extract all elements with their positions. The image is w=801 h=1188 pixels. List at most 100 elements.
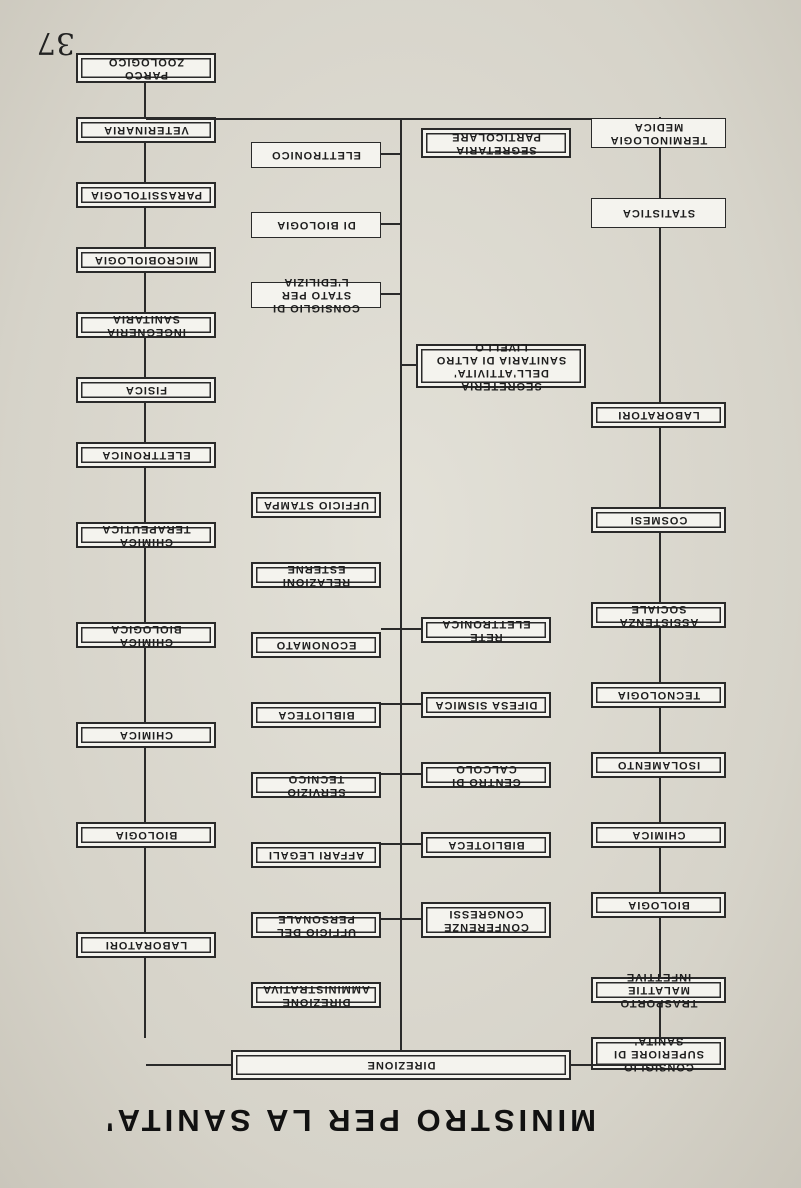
right-item-8: CHIMICA xyxy=(76,722,216,748)
right-item-10: LABORATORI xyxy=(76,932,216,958)
left-item-0: TRASPORTO MALATTIE INFETTIVE xyxy=(591,972,726,1010)
spine-line xyxy=(400,120,402,1050)
right-item-6-label: CHIMICA TERAPEUTICA xyxy=(101,523,191,548)
connector-h-5 xyxy=(381,703,421,705)
left-item-6: COSMESI xyxy=(591,507,726,533)
left-item-4: TECNOLOGIA xyxy=(591,682,726,708)
center-item-2-label: ELETTRONICO xyxy=(271,149,361,162)
center-box-economato: ECONOMATO xyxy=(251,632,381,658)
left-item-2-label: CHIMICA xyxy=(631,829,686,842)
connector-h-7 xyxy=(402,364,416,366)
connector-h-11 xyxy=(146,118,591,120)
right-item-3: INGEGNERIA SANITARIA xyxy=(76,312,216,338)
right-item-4: FISICA xyxy=(76,377,216,403)
right-item-0-label: VETERINARIA xyxy=(103,124,189,137)
left-column-header-label: CONSIGLIO SUPERIORE DI SANITA' xyxy=(613,1035,704,1073)
center-item-0: CONSIGLIO DI STATO PER L'EDILIZIA xyxy=(251,277,381,315)
center-box-direzione-amm: DIREZIONE AMMINISTRATIVA xyxy=(251,982,381,1008)
left-cell-mid-label: STATISTICA xyxy=(621,207,696,220)
center-box-biblioteca2-label: BIBLIOTECA xyxy=(277,709,355,722)
right-item-5: ELETTRONICA xyxy=(76,442,216,468)
center-box-biblioteca-label: BIBLIOTECA xyxy=(447,839,525,852)
center-item-0-label: CONSIGLIO DI STATO PER L'EDILIZIA xyxy=(272,276,360,315)
left-item-4-label: TECNOLOGIA xyxy=(616,689,701,702)
left-item-0-label: TRASPORTO MALATTIE INFETTIVE xyxy=(619,971,698,1010)
right-item-5-label: ELETTRONICA xyxy=(101,449,191,462)
connector-h-1 xyxy=(146,1064,231,1066)
connector-h-8 xyxy=(381,293,402,295)
center-segreteria: SEGRETERIA DELL'ATTIVITA' SANITARIA DI A… xyxy=(416,341,586,392)
left-item-3: ISOLAMENTO xyxy=(591,752,726,778)
center-box-stampa: UFFICIO STAMPA xyxy=(251,492,381,518)
right-item-6: CHIMICA TERAPEUTICA xyxy=(76,522,216,548)
right-item-0: VETERINARIA xyxy=(76,117,216,143)
connector-h-10 xyxy=(381,153,402,155)
right-item-9: BIOLOGIA xyxy=(76,822,216,848)
center-box-direzione-amm-label: DIREZIONE AMMINISTRATIVA xyxy=(262,983,370,1008)
left-item-1: BIOLOGIA xyxy=(591,892,726,918)
center-box-difesa: DIFESA SISMICA xyxy=(421,692,551,718)
connector-h-2 xyxy=(381,918,421,920)
right-item-7: CHIMICA BIOLOGICA xyxy=(76,622,216,648)
center-box-rete: RETE ELETTRONICA xyxy=(421,617,551,643)
center-box-personale: UFFICIO DEL PERSONALE xyxy=(251,912,381,938)
center-box-biblioteca2: BIBLIOTECA xyxy=(251,702,381,728)
connector-h-9 xyxy=(381,223,402,225)
connector-h-0 xyxy=(571,1064,661,1066)
right-item-1: PARASSITOLOGIA xyxy=(76,182,216,208)
center-item-1-label: DI BIOLOGIA xyxy=(276,219,356,232)
left-item-1-label: BIOLOGIA xyxy=(627,899,690,912)
main-title: MINISTRO PER LA SANITA' xyxy=(102,1103,596,1138)
right-item-7-label: CHIMICA BIOLOGICA xyxy=(110,623,182,648)
center-box-affari-label: AFFARI LEGALI xyxy=(267,849,365,862)
left-item-7: LABORATORI xyxy=(591,402,726,428)
center-box-difesa-label: DIFESA SISMICA xyxy=(434,699,538,712)
left-item-7-label: LABORATORI xyxy=(617,409,700,422)
center-box-servizio: SERVIZIO TECNICO xyxy=(251,772,381,798)
center-box-relazioni-label: RELAZIONI ESTERNE xyxy=(281,563,351,588)
center-box-personale-label: UFFICIO DEL PERSONALE xyxy=(275,913,357,938)
right-item-9-label: BIOLOGIA xyxy=(114,829,178,842)
right-column-header: PARCO ZOOLOGICO xyxy=(76,53,216,83)
center-box-biblioteca: BIBLIOTECA xyxy=(421,832,551,858)
right-item-4-label: FISICA xyxy=(124,384,168,397)
right-item-2: MICROBIOLOGIA xyxy=(76,247,216,273)
center-box-conferenze-label: CONFERENZE CONGRESSI xyxy=(443,908,529,933)
center-box-centro-calcolo-label: CENTRO DI CALCOLO xyxy=(451,763,521,788)
center-box-stampa-label: UFFICIO STAMPA xyxy=(263,499,369,512)
left-cell-top-label: TERMINOLOGIA MEDICA xyxy=(609,121,708,146)
connector-h-6 xyxy=(381,628,421,630)
center-box-affari: AFFARI LEGALI xyxy=(251,842,381,868)
left-cell-top: TERMINOLOGIA MEDICA xyxy=(591,118,726,148)
left-cell-mid: STATISTICA xyxy=(591,198,726,228)
root-box-label: DIREZIONE xyxy=(366,1059,436,1072)
left-item-3-label: ISOLAMENTO xyxy=(616,759,701,772)
left-item-6-label: COSMESI xyxy=(629,514,688,527)
page-number: 37 xyxy=(36,25,75,60)
right-item-2-label: MICROBIOLOGIA xyxy=(93,254,199,267)
center-sub-header-label: SEGRETARIA PARTICOLARE xyxy=(451,131,541,156)
center-item-1: DI BIOLOGIA xyxy=(251,212,381,238)
center-item-2: ELETTRONICO xyxy=(251,142,381,168)
center-box-relazioni: RELAZIONI ESTERNE xyxy=(251,562,381,588)
left-item-5: ASSISTENZA SOCIALE xyxy=(591,602,726,628)
right-item-10-label: LABORATORI xyxy=(104,939,188,952)
center-box-centro-calcolo: CENTRO DI CALCOLO xyxy=(421,762,551,788)
center-sub-header: SEGRETARIA PARTICOLARE xyxy=(421,128,571,158)
root-box: DIREZIONE xyxy=(231,1050,571,1080)
center-box-rete-label: RETE ELETTRONICA xyxy=(441,618,531,643)
right-item-3-label: INGEGNERIA SANITARIA xyxy=(106,313,186,338)
right-item-8-label: CHIMICA xyxy=(118,729,174,742)
left-item-5-label: ASSISTENZA SOCIALE xyxy=(618,603,699,628)
center-box-economato-label: ECONOMATO xyxy=(275,639,357,652)
center-box-servizio-label: SERVIZIO TECNICO xyxy=(286,773,346,798)
right-column-line xyxy=(144,83,146,1038)
connector-h-4 xyxy=(381,773,421,775)
center-box-conferenze: CONFERENZE CONGRESSI xyxy=(421,902,551,938)
right-column-header-label: PARCO ZOOLOGICO xyxy=(107,56,185,81)
left-item-2: CHIMICA xyxy=(591,822,726,848)
connector-h-3 xyxy=(381,843,421,845)
center-segreteria-label: SEGRETERIA DELL'ATTIVITA' SANITARIA DI A… xyxy=(435,341,567,392)
